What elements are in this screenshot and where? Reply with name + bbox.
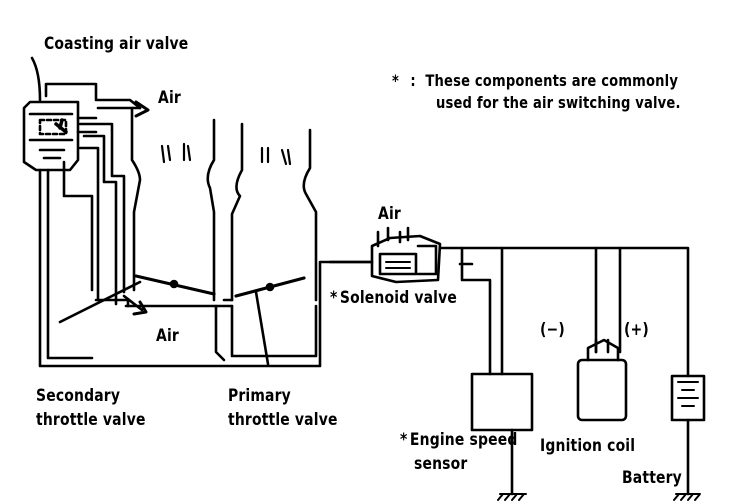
air-inlet-arrow-top [96,100,150,118]
ignition-coil-label: Ignition coil [540,436,636,456]
engine-speed-sensor-label-line2: sensor [414,454,468,474]
legend-marker: * [392,71,400,90]
throttle-body-base [124,298,318,362]
primary-barrel [230,122,318,302]
primary-throttle-plate [234,276,306,366]
coasting-air-valve-body [22,56,142,172]
air-label-bottom: Air [156,326,179,346]
legend-line-1: These components are commonly [425,71,679,90]
battery-label: Battery [622,468,682,488]
engine-speed-sensor [470,372,534,501]
solenoid-valve-label: *Solenoid valve [330,288,457,309]
coasting-air-valve-label: Coasting air valve [44,34,189,54]
engine-speed-marker: * [400,430,408,450]
secondary-throttle-plate [58,274,216,324]
secondary-throttle-label-line1: Secondary [36,386,121,406]
air-label-top: Air [158,88,181,108]
primary-throttle-label-line2: throttle valve [228,410,338,430]
solenoid-valve-text: Solenoid valve [339,288,457,308]
secondary-throttle-label-line2: throttle valve [36,410,146,430]
minus-terminal-label: (−) [540,320,565,340]
air-label-solenoid: Air [378,204,401,224]
engine-speed-text: Engine speed [409,430,518,450]
solenoid-marker: * [330,288,338,308]
wiring [438,246,690,378]
air-inlet-arrow-bottom [122,294,148,316]
solenoid-valve-body [328,226,442,284]
battery-graphic [670,374,706,501]
ignition-coil-graphic [576,338,628,422]
air-passages [38,122,374,368]
legend-separator: : [410,71,416,90]
legend-line-2: used for the air switching valve. [436,93,681,112]
legend-note: * : These components are commonly [392,70,678,91]
primary-throttle-label-line1: Primary [228,386,291,406]
engine-speed-sensor-label-line1: *Engine speed [400,430,517,451]
plus-terminal-label: (+) [624,320,649,340]
secondary-barrel [130,106,216,302]
